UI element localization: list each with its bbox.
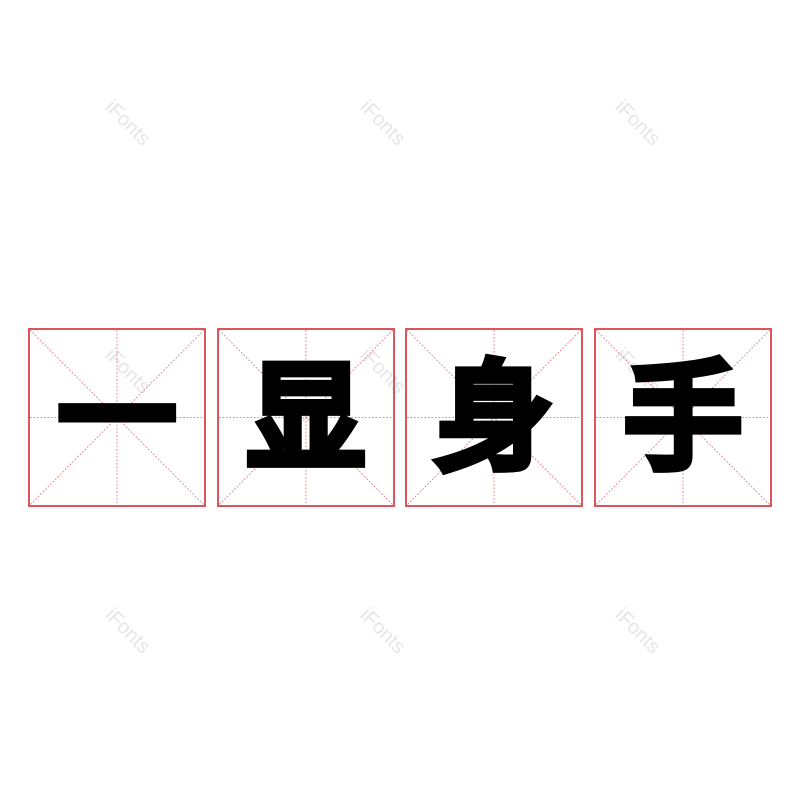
watermark-text: iFonts — [355, 96, 410, 151]
mi-grid-guides-icon — [30, 330, 204, 505]
watermark-text: iFonts — [100, 604, 155, 659]
character-box-4: 手 — [594, 328, 772, 507]
character-box-2: 显 — [217, 328, 395, 507]
watermark-text: iFonts — [610, 604, 665, 659]
watermark-text: iFonts — [100, 96, 155, 151]
mi-grid-guides-icon — [219, 330, 393, 505]
watermark-text: iFonts — [610, 96, 665, 151]
mi-grid-guides-icon — [596, 330, 770, 505]
mi-grid-guides-icon — [407, 330, 581, 505]
watermark-text: iFonts — [355, 604, 410, 659]
character-box-1: 一 — [28, 328, 206, 507]
character-box-3: 身 — [405, 328, 583, 507]
character-glyph: 身 — [432, 348, 556, 487]
character-glyph: 一 — [55, 348, 179, 487]
character-glyph: 显 — [244, 348, 368, 487]
character-glyph: 手 — [621, 348, 745, 487]
